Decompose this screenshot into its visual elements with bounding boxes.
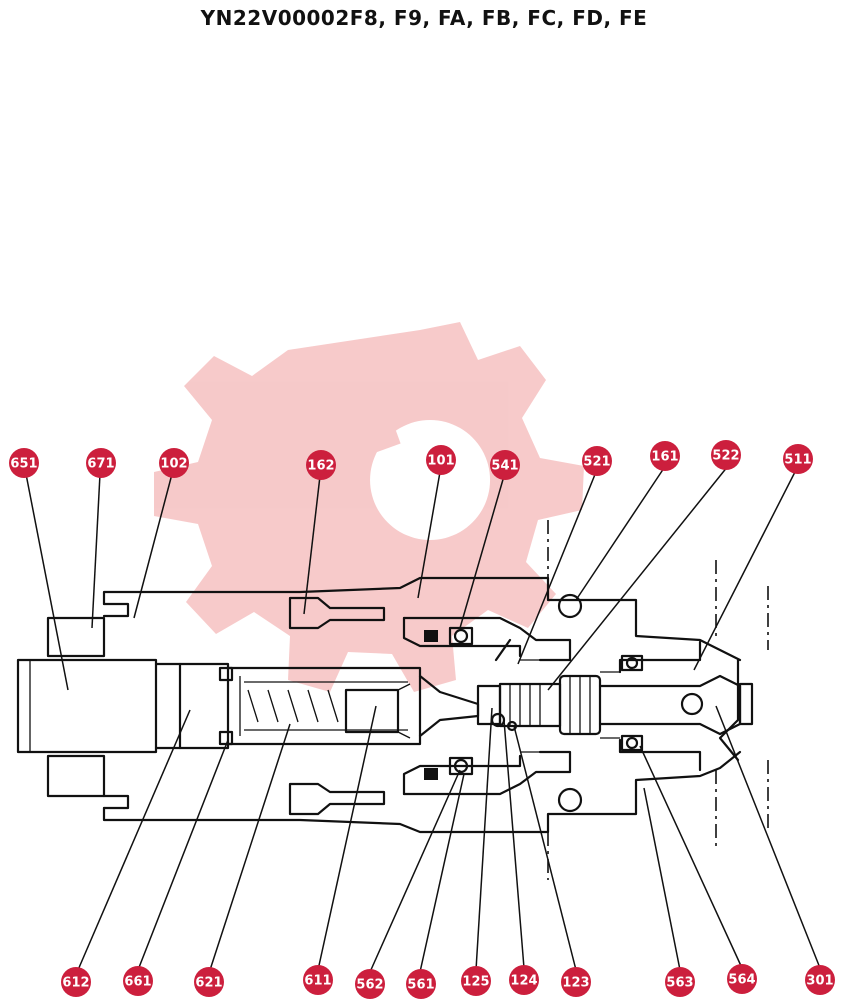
callout-651: 651 — [9, 448, 39, 478]
svg-text:621: 621 — [195, 976, 222, 991]
svg-text:124: 124 — [510, 974, 537, 989]
svg-text:564: 564 — [728, 973, 755, 988]
svg-text:511: 511 — [784, 453, 811, 468]
callout-661: 661 — [123, 966, 153, 996]
svg-text:611: 611 — [304, 974, 331, 989]
svg-text:661: 661 — [124, 975, 151, 990]
callout-541: 541 — [490, 450, 520, 480]
callout-301: 301 — [805, 965, 835, 995]
callout-162: 162 — [306, 450, 336, 480]
spring-assembly — [226, 666, 754, 746]
callout-562: 562 — [355, 969, 385, 999]
leader-lines — [25, 465, 821, 973]
callout-521: 521 — [582, 446, 612, 476]
callout-125: 125 — [461, 966, 491, 996]
callout-124: 124 — [509, 965, 539, 995]
mating-part-outlines — [547, 520, 769, 880]
valve-housing — [16, 576, 742, 834]
svg-text:671: 671 — [87, 457, 114, 472]
svg-text:651: 651 — [10, 457, 37, 472]
svg-text:563: 563 — [666, 976, 693, 991]
gear-watermark-icon — [154, 322, 584, 692]
svg-text:161: 161 — [651, 450, 678, 465]
callout-123: 123 — [561, 967, 591, 997]
callout-564: 564 — [727, 964, 757, 994]
diagram-title: YN22V00002F8, F9, FA, FB, FC, FD, FE — [200, 6, 648, 30]
callout-621: 621 — [194, 967, 224, 997]
callout-522: 522 — [711, 440, 741, 470]
callout-563: 563 — [665, 967, 695, 997]
svg-text:162: 162 — [307, 459, 334, 474]
svg-text:102: 102 — [160, 457, 187, 472]
svg-text:521: 521 — [583, 455, 610, 470]
callout-611: 611 — [303, 965, 333, 995]
svg-text:562: 562 — [356, 978, 383, 993]
svg-text:301: 301 — [806, 974, 833, 989]
callout-511: 511 — [783, 444, 813, 474]
svg-text:561: 561 — [407, 978, 434, 993]
callout-612: 612 — [61, 967, 91, 997]
callout-671: 671 — [86, 448, 116, 478]
callout-101: 101 — [426, 445, 456, 475]
svg-text:612: 612 — [62, 976, 89, 991]
svg-text:541: 541 — [491, 459, 518, 474]
svg-text:125: 125 — [462, 975, 489, 990]
svg-text:123: 123 — [562, 976, 589, 991]
callout-161: 161 — [650, 441, 680, 471]
svg-text:522: 522 — [712, 449, 739, 464]
callout-561: 561 — [406, 969, 436, 999]
svg-text:101: 101 — [427, 454, 454, 469]
callout-102: 102 — [159, 448, 189, 478]
